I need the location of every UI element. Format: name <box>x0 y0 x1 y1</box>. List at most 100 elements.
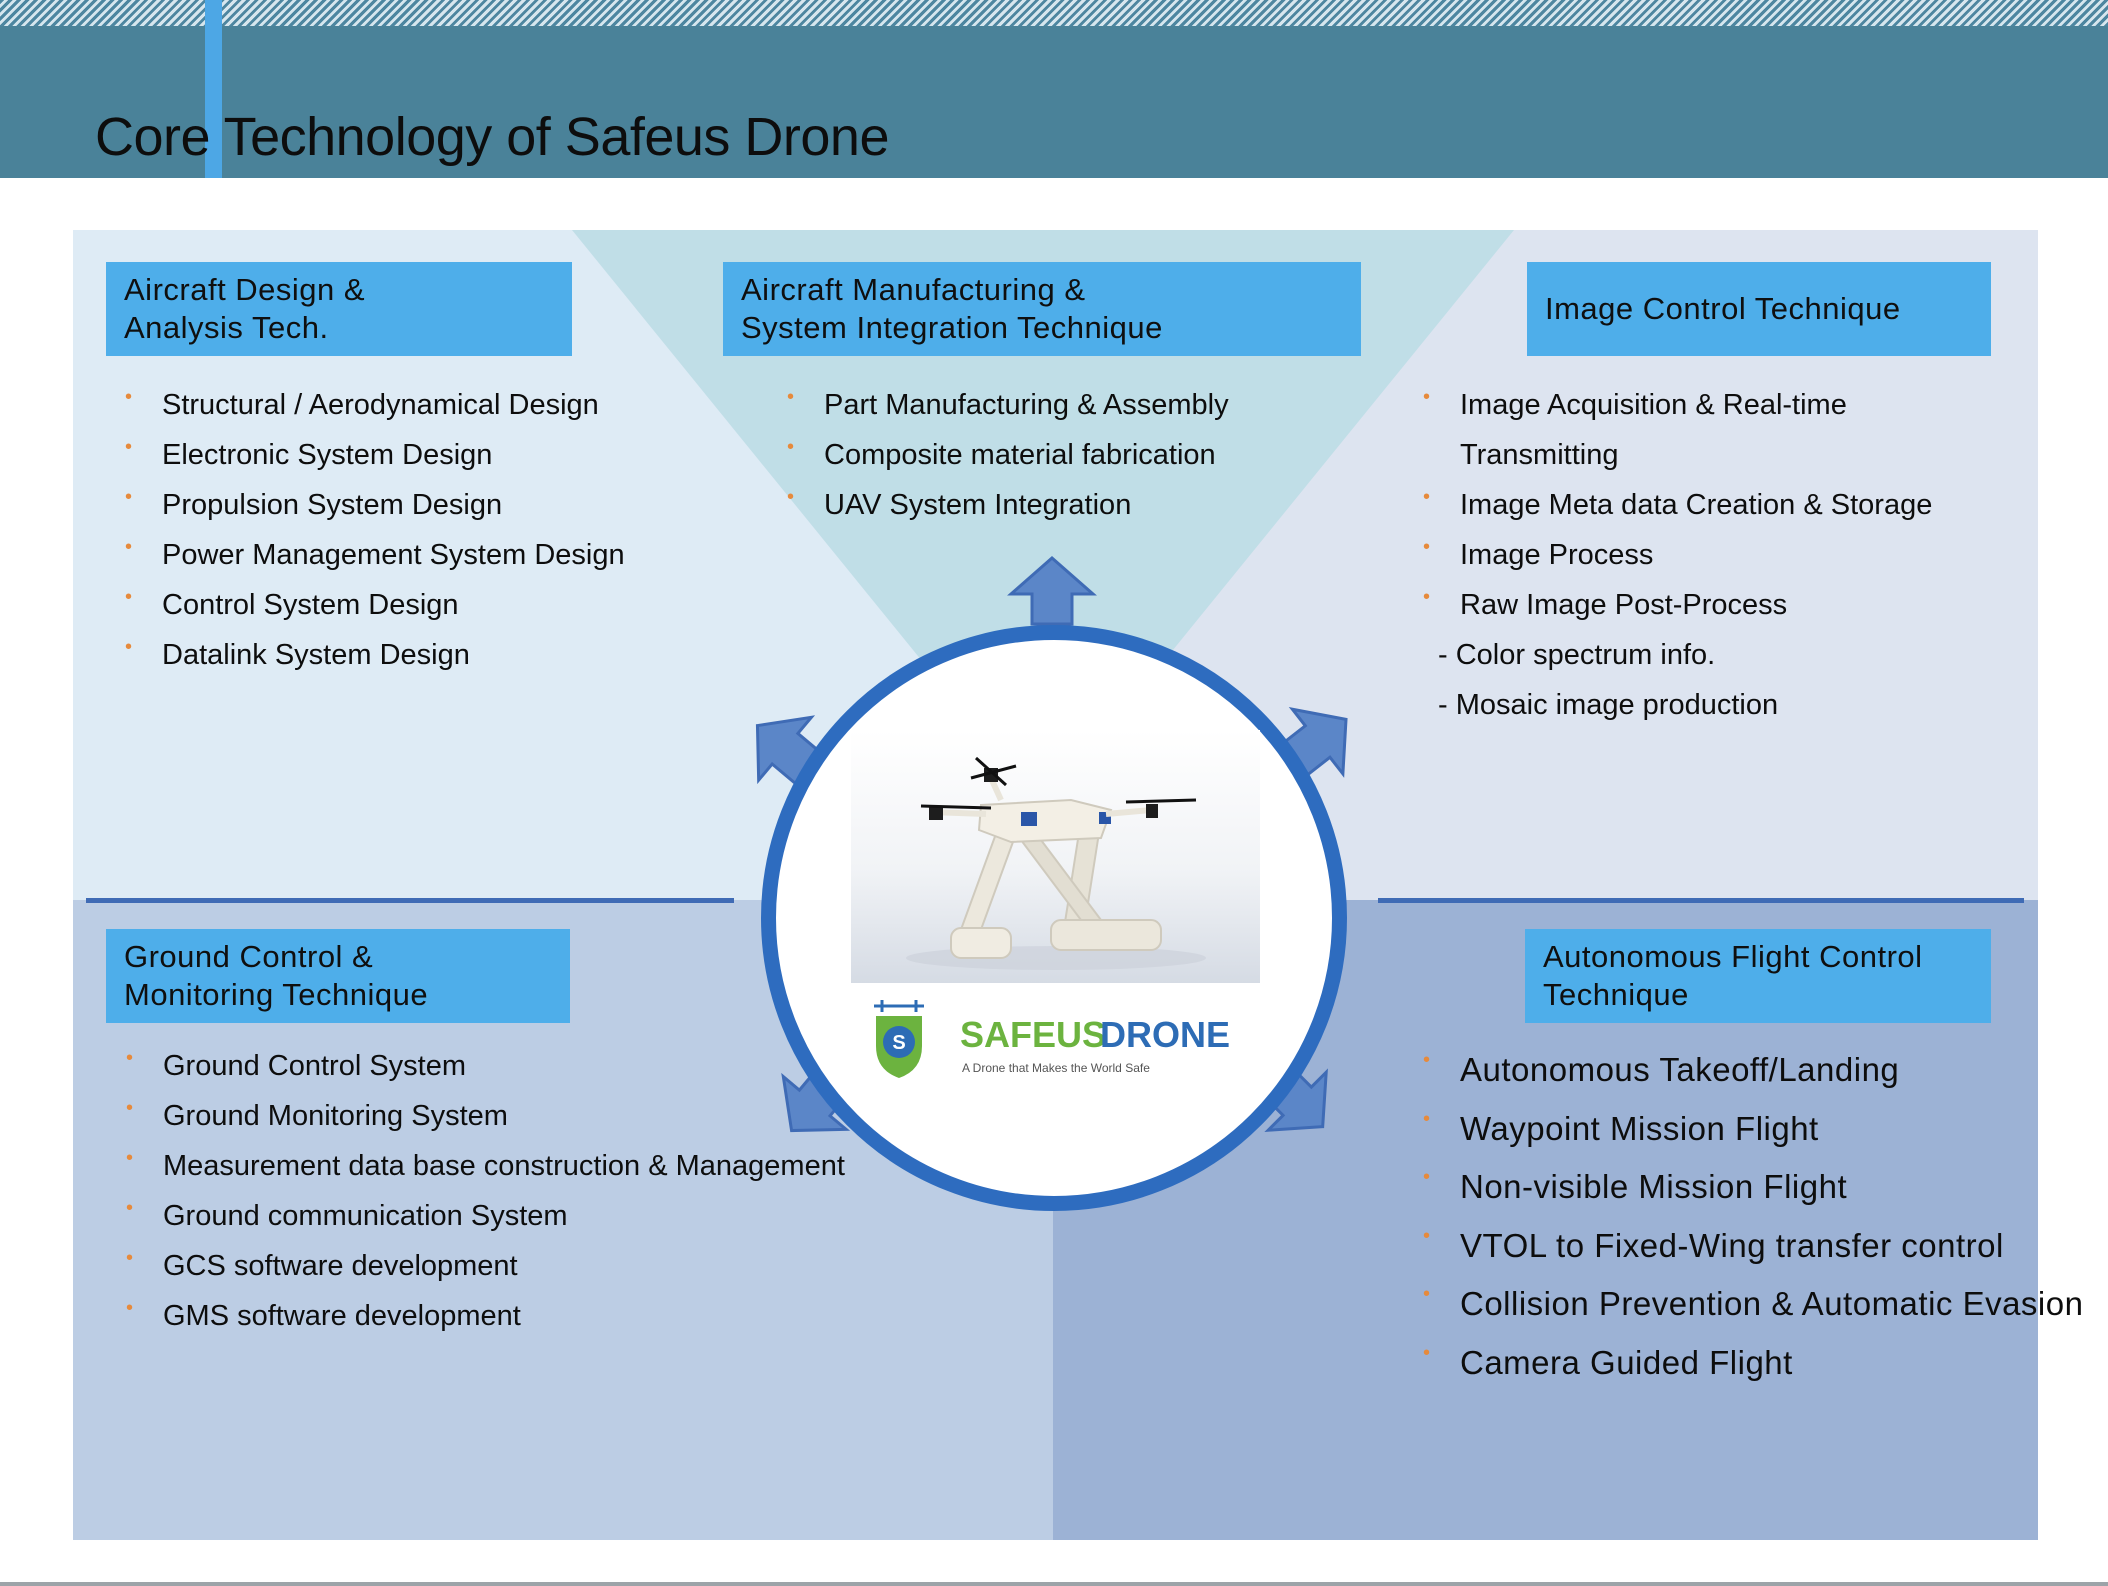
list-item-text: Composite material fabrication <box>824 439 1216 471</box>
list-item: • Non-visible Mission Flight <box>1423 1158 2083 1217</box>
category-manufacturing-header: Aircraft Manufacturing & System Integrat… <box>723 262 1361 356</box>
bullet-icon: • <box>126 1097 134 1119</box>
list-item: Transmitting <box>1423 430 1932 480</box>
manufacturing-item-list: • Part Manufacturing & Assembly • Composit… <box>787 380 1229 530</box>
drone-photo <box>851 730 1260 983</box>
divider-right <box>1378 898 2024 903</box>
list-item: • Part Manufacturing & Assembly <box>787 380 1229 430</box>
list-item: •GMS software development <box>126 1291 845 1341</box>
list-item: • Image Meta data Creation & Storage <box>1423 480 1932 530</box>
list-item-text: Waypoint Mission Flight <box>1460 1109 1819 1147</box>
list-item-text: Collision Prevention & Automatic Evasion <box>1460 1285 2084 1323</box>
logo-name-part1: SAFEUS <box>960 1014 1106 1055</box>
list-item-text: Camera Guided Flight <box>1460 1343 1793 1381</box>
bullet-icon: • <box>1423 486 1431 508</box>
svg-text:S: S <box>892 1032 905 1054</box>
list-item-text: Propulsion System Design <box>162 489 503 521</box>
list-item-text: Image Meta data Creation & Storage <box>1460 489 1933 521</box>
list-item: • Structural / Aerodynamical Design <box>125 380 625 430</box>
list-item-text: Ground Monitoring System <box>163 1100 508 1132</box>
list-item-text: Raw Image Post-Process <box>1460 589 1788 621</box>
list-item: • Electronic System Design <box>125 430 625 480</box>
list-item: •Waypoint Mission Flight <box>1423 1100 2083 1159</box>
list-item-text: VTOL to Fixed-Wing transfer control <box>1460 1226 2004 1264</box>
list-item: • Composite material fabrication <box>787 430 1229 480</box>
list-item-text: Ground Control System <box>163 1050 467 1082</box>
list-item-text: Image Process <box>1460 539 1654 571</box>
list-item: • VTOL to Fixed-Wing transfer control <box>1423 1217 2083 1276</box>
bullet-icon: • <box>1423 1283 1431 1306</box>
list-item: • Power Management System Design <box>125 530 625 580</box>
category-design-header: Aircraft Design & Analysis Tech. <box>106 262 572 356</box>
logo-emblem-icon: S <box>874 1000 924 1078</box>
bullet-icon: • <box>1423 1341 1431 1364</box>
list-item: • Image Process <box>1423 530 1932 580</box>
autonomous-item-list: •Autonomous Takeoff/Landing •Waypoint Mi… <box>1423 1041 2083 1393</box>
header-hatch-strip <box>0 0 2108 26</box>
bullet-icon: • <box>1423 1049 1431 1071</box>
bullet-icon: • <box>787 436 795 458</box>
list-item-text: Autonomous Takeoff/Landing <box>1460 1051 1900 1088</box>
list-sub-item: - Mosaic image production <box>1423 680 1932 730</box>
bullet-icon: • <box>1423 386 1431 408</box>
list-item-text: Part Manufacturing & Assembly <box>824 389 1229 421</box>
bullet-icon: • <box>125 536 133 558</box>
bottom-border <box>0 1582 2108 1586</box>
logo-name-part2: DRONE <box>1100 1014 1230 1055</box>
bullet-icon: • <box>125 386 133 408</box>
list-sub-item: - Color spectrum info. <box>1423 630 1932 680</box>
list-item-text: - Mosaic image production <box>1438 689 1779 721</box>
list-item: • UAV System Integration <box>787 480 1229 530</box>
list-item-text: UAV System Integration <box>824 489 1132 521</box>
bullet-icon: • <box>1423 1166 1431 1189</box>
category-autonomous-header: Autonomous Flight Control Technique <box>1525 929 1991 1023</box>
bullet-icon: • <box>1423 586 1431 608</box>
category-autonomous-label: Autonomous Flight Control Technique <box>1543 939 1923 1012</box>
category-manufacturing-label: Aircraft Manufacturing & System Integrat… <box>741 272 1163 345</box>
list-item-text: Electronic System Design <box>162 439 493 471</box>
divider-left <box>86 898 734 903</box>
list-item: • Ground Control System <box>126 1041 845 1091</box>
bullet-icon: • <box>1423 536 1431 558</box>
list-item: • Raw Image Post-Process <box>1423 580 1932 630</box>
list-item-text: Power Management System Design <box>162 539 625 571</box>
header-bar <box>0 26 2108 178</box>
list-item: • GCS software development <box>126 1241 845 1291</box>
list-item-text: Measurement data base construction & Man… <box>163 1150 845 1182</box>
list-item-text: GCS software development <box>163 1250 518 1282</box>
list-item: •Measurement data base construction & Ma… <box>126 1141 845 1191</box>
list-item: • Autonomous Takeoff/Landing <box>1423 1041 2083 1100</box>
ground-item-list: • Ground Control System • Ground Monitorin… <box>126 1041 845 1341</box>
bullet-icon: • <box>126 1047 134 1069</box>
bullet-icon: • <box>126 1297 134 1319</box>
header-accent-bar <box>205 0 222 178</box>
category-image-header: Image Control Technique <box>1527 262 1991 356</box>
list-item: • Camera Guided Flight <box>1423 1334 2083 1393</box>
list-item-text: Image Acquisition & Real-time <box>1460 389 1847 421</box>
list-item-text: Datalink System Design <box>162 639 470 671</box>
bullet-icon: • <box>1423 1224 1431 1247</box>
list-item-text: Non-visible Mission Flight <box>1460 1168 1848 1206</box>
bullet-icon: • <box>787 486 795 508</box>
list-item-text: Structural / Aerodynamical Design <box>162 389 599 421</box>
list-item: •Propulsion System Design <box>125 480 625 530</box>
bullet-icon: • <box>125 636 133 658</box>
list-item-text: Control System Design <box>162 589 459 621</box>
list-item: • Image Acquisition & Real-time <box>1423 380 1932 430</box>
safeus-logo: S SAFEUS DRONE A Drone that Makes the Wo… <box>874 1000 1230 1078</box>
bullet-icon: • <box>125 436 133 458</box>
logo-tagline: A Drone that Makes the World Safe <box>962 1061 1150 1075</box>
list-item-text: - Color spectrum info. <box>1438 639 1716 671</box>
bullet-icon: • <box>787 386 795 408</box>
bullet-icon: • <box>126 1247 134 1269</box>
list-item: • Ground Monitoring System <box>126 1091 845 1141</box>
list-item: • Collision Prevention & Automatic Evasio… <box>1423 1275 2083 1334</box>
design-item-list: • Structural / Aerodynamical Design • Elec… <box>125 380 625 680</box>
bullet-icon: • <box>125 586 133 608</box>
category-ground-label: Ground Control & Monitoring Technique <box>124 939 429 1012</box>
list-item: • Datalink System Design <box>125 630 625 680</box>
list-item-text: Ground communication System <box>163 1200 568 1232</box>
arrow-up-icon <box>1007 556 1097 626</box>
list-item: • Ground communication System <box>126 1191 845 1241</box>
bullet-icon: • <box>126 1197 134 1219</box>
